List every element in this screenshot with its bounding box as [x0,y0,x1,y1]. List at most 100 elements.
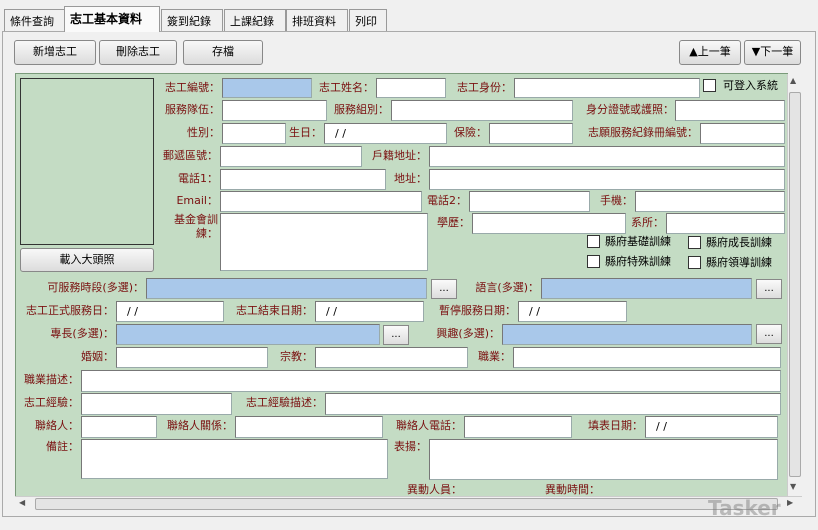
email-input[interactable] [220,191,422,212]
label-changed-at: 異動時間： [545,483,600,496]
job-desc-input[interactable] [81,370,781,392]
county-lead-label: 縣府領導訓練 [706,256,772,269]
phone1-input[interactable] [220,169,386,190]
id-no-input[interactable] [675,100,785,121]
label-addr: 地址： [394,172,427,185]
exp-input[interactable] [81,393,232,415]
county-special-label: 縣府特殊訓練 [605,255,671,268]
pause-date-input[interactable]: / / [518,301,627,322]
tab-1[interactable]: 志工基本資料 [64,6,160,32]
avail-picker-button[interactable]: ... [431,279,457,299]
tab-3[interactable]: 上課紀錄 [224,9,286,31]
skill-picker-button[interactable]: ... [383,325,409,345]
interest-picker-button[interactable]: ... [756,324,782,344]
label-job: 職業： [478,350,511,363]
label-changed-by: 異動人員： [407,483,462,496]
phone2-input[interactable] [469,191,590,212]
label-birthday: 生日： [289,126,322,139]
can-login-checkbox[interactable] [703,79,716,92]
label-job-desc: 職業描述： [24,373,79,386]
label-praise: 表揚： [394,440,427,453]
marriage-input[interactable] [116,347,268,368]
lang-input[interactable] [541,278,752,299]
team-input[interactable] [222,100,327,121]
job-input[interactable] [513,347,781,368]
label-lang: 語言(多選)： [475,281,539,294]
contact-input[interactable] [81,416,157,438]
mobile-input[interactable] [635,191,785,212]
praise-input[interactable] [429,439,778,480]
record-no-input[interactable] [700,123,785,144]
label-insurance: 保險： [454,126,487,139]
county-growth-label: 縣府成長訓練 [706,236,772,249]
zip-input[interactable] [220,146,362,167]
label-contact-phone: 聯絡人電話： [396,419,462,432]
contact-phone-input[interactable] [464,416,572,438]
vol-identity-input[interactable] [514,78,700,98]
county-growth-checkbox[interactable] [688,236,701,249]
label-training: 基金會訓練： [174,213,218,240]
lang-picker-button[interactable]: ... [756,279,782,299]
vol-name-input[interactable] [376,78,446,98]
label-phone2: 電話2： [427,194,467,207]
start-date-input[interactable]: / / [116,301,224,322]
addr-input[interactable] [429,169,785,190]
next-record-button[interactable]: ▼下一筆 [744,40,801,65]
tab-4[interactable]: 排班資料 [286,9,348,31]
add-volunteer-button[interactable]: 新增志工 [14,40,96,65]
exp-desc-input[interactable] [325,393,781,415]
religion-input[interactable] [315,347,468,368]
birthday-input[interactable]: / / [324,123,447,144]
insurance-input[interactable] [489,123,573,144]
scroll-down-icon[interactable]: ▼ [790,482,797,491]
vertical-scroll-thumb[interactable] [789,92,801,477]
label-exp-desc: 志工經驗描述： [246,396,323,409]
avail-input[interactable] [146,278,427,299]
training-input[interactable] [220,213,428,271]
label-pause-date: 暫停服務日期： [439,304,516,317]
tab-0[interactable]: 條件查詢 [4,9,66,31]
label-record-no: 志願服務紀錄冊編號： [588,126,698,139]
load-photo-button[interactable]: 載入大頭照 [20,248,154,272]
horizontal-scrollbar[interactable]: ◀ ▶ [15,496,802,511]
label-dept: 系所： [631,216,664,229]
label-exp: 志工經驗： [24,396,79,409]
prev-record-button[interactable]: ▲上一筆 [679,40,741,65]
county-basic-label: 縣府基礎訓練 [605,235,671,248]
label-email: Email： [176,194,218,207]
county-special-checkbox[interactable] [587,255,600,268]
horizontal-scroll-thumb[interactable] [35,498,778,510]
fill-date-input[interactable]: / / [645,416,778,438]
note-input[interactable] [81,439,388,479]
education-input[interactable] [472,213,626,234]
label-education: 學歷： [437,216,470,229]
label-phone1: 電話1： [178,172,218,185]
reg-addr-input[interactable] [429,146,785,167]
skill-input[interactable] [116,324,380,345]
photo-frame [20,78,154,245]
end-date-input[interactable]: / / [315,301,424,322]
tasker-watermark: Tasker [708,496,781,520]
label-interest: 興趣(多選)： [436,327,500,340]
county-lead-checkbox[interactable] [688,256,701,269]
contact-rel-input[interactable] [235,416,383,438]
scroll-left-icon[interactable]: ◀ [19,498,26,507]
vol-id-input[interactable] [222,78,312,98]
vertical-scrollbar[interactable]: ▲ ▼ [787,74,802,496]
tab-5[interactable]: 列印 [349,9,387,31]
save-button[interactable]: 存檔 [183,40,263,65]
label-zip: 郵遞區號： [163,149,218,162]
delete-volunteer-button[interactable]: 刪除志工 [99,40,177,65]
group-input[interactable] [391,100,573,121]
tab-2[interactable]: 簽到紀錄 [161,9,223,31]
label-fill-date: 填表日期： [588,419,643,432]
scroll-right-icon[interactable]: ▶ [787,498,794,507]
label-vol-id: 志工編號： [165,81,220,94]
dept-input[interactable] [666,213,785,234]
gender-input[interactable] [222,123,286,144]
scroll-up-icon[interactable]: ▲ [790,76,797,85]
interest-input[interactable] [502,324,752,345]
county-basic-checkbox[interactable] [587,235,600,248]
label-contact: 聯絡人： [35,419,79,432]
label-end-date: 志工結束日期： [236,304,313,317]
